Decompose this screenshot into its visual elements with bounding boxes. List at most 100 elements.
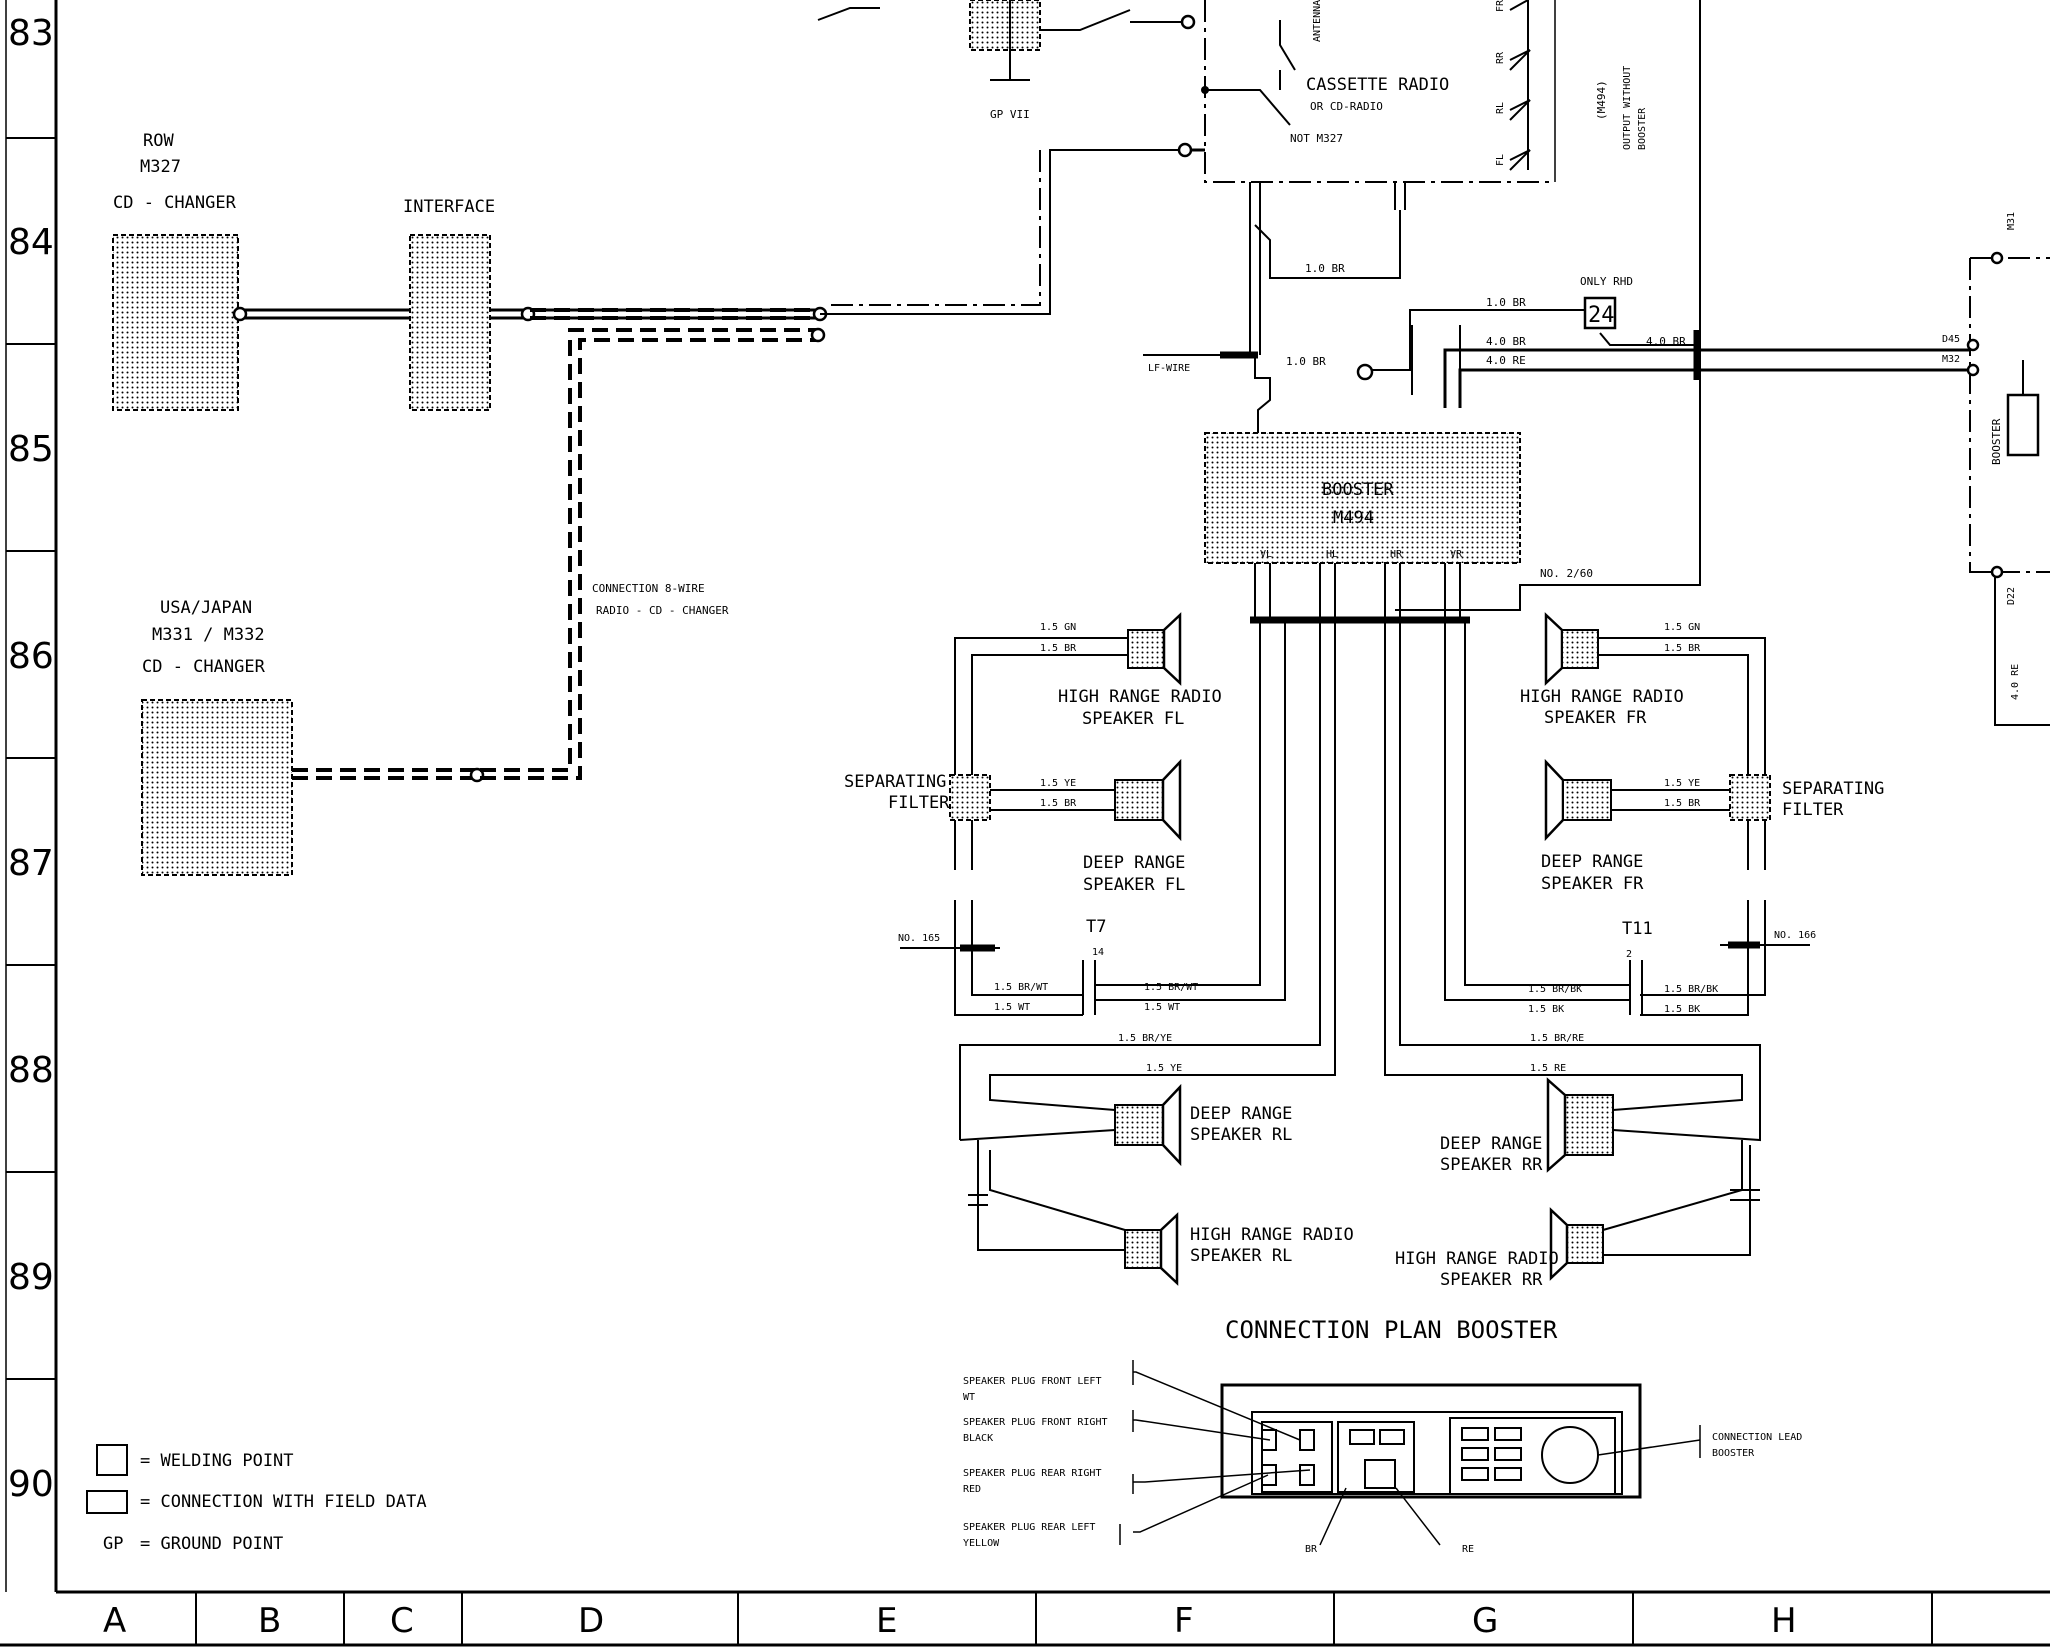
column-letter-e: E: [876, 1601, 897, 1641]
output-rl-label: RL: [1495, 102, 1506, 114]
radio-label: CASSETTE RADIO: [1306, 75, 1449, 95]
booster-pin-vl: VL: [1260, 549, 1272, 560]
plug-rear-right-2: RED: [963, 1484, 981, 1495]
column-letter-d: D: [578, 1601, 604, 1641]
plug-rear-right-1: SPEAKER PLUG REAR RIGHT: [963, 1468, 1101, 1479]
dr-fl-label-2: SPEAKER FL: [1083, 875, 1185, 895]
wire-wt-l: 1.5 WT: [994, 1002, 1030, 1013]
interface-label: INTERFACE: [403, 197, 495, 217]
t11-pin-label: 2: [1626, 949, 1632, 960]
hr-rl-label-1: HIGH RANGE RADIO: [1190, 1225, 1354, 1245]
d22-label: D22: [2006, 587, 2017, 605]
radio-booster-wires: [1143, 0, 1970, 611]
m327-label: M327: [140, 157, 181, 177]
row-number-89: 89: [8, 1257, 54, 1298]
m331-m332-label: M331 / M332: [152, 625, 265, 645]
legend-field: = CONNECTION WITH FIELD DATA: [140, 1492, 427, 1512]
wire-4-0-re-side: 4.0 RE: [2010, 664, 2021, 700]
connection-lead-1: CONNECTION LEAD: [1712, 1432, 1802, 1443]
wire-brbk-r: 1.5 BR/BK: [1528, 984, 1582, 995]
t7-pin-label: 14: [1092, 947, 1104, 958]
hr-fr-label-2: SPEAKER FR: [1544, 708, 1647, 728]
plug-front-right-1: SPEAKER PLUG FRONT RIGHT: [963, 1417, 1108, 1428]
connection-plan: [1119, 1360, 1701, 1546]
output-fr-label: FR: [1495, 0, 1506, 12]
sep-filter-l-1: SEPARATING: [844, 772, 946, 792]
hr-rr-label-2: SPEAKER RR: [1440, 1270, 1543, 1290]
m32-label: M32: [1942, 354, 1960, 365]
m494-note: (M494): [1595, 80, 1608, 120]
plug-front-left-2: WT: [963, 1392, 975, 1403]
connection-8wire-2: RADIO - CD - CHANGER: [596, 604, 729, 617]
cd-changer-us: [141, 327, 826, 876]
plug-front-right-2: BLACK: [963, 1433, 993, 1444]
ground-point-vii: [817, 0, 1196, 81]
gp7-label: GP VII: [990, 108, 1030, 121]
wire-1-0-br-c: 1.0 BR: [1286, 355, 1326, 368]
wire-br-r: 1.5 BR: [1664, 643, 1701, 654]
hr-rr-label-1: HIGH RANGE RADIO: [1395, 1249, 1559, 1269]
cd-changer-us-label: CD - CHANGER: [142, 657, 266, 677]
row-number-88: 88: [8, 1050, 54, 1091]
legend-gp-text: = GROUND POINT: [140, 1534, 283, 1554]
wire-br-l2: 1.5 BR: [1040, 798, 1077, 809]
t7-label: T7: [1086, 917, 1106, 937]
wire-wt-l2: 1.5 WT: [1144, 1002, 1180, 1013]
plug-rear-left-1: SPEAKER PLUG REAR LEFT: [963, 1522, 1095, 1533]
wire-brre: 1.5 BR/RE: [1530, 1033, 1584, 1044]
dr-rl-label-2: SPEAKER RL: [1190, 1125, 1292, 1145]
connection-lead-2: BOOSTER: [1712, 1448, 1755, 1459]
legend: [86, 1444, 128, 1514]
sep-filter-r-2: FILTER: [1782, 800, 1844, 820]
usa-japan-label: USA/JAPAN: [160, 598, 252, 618]
wire-bk-r: 1.5 BK: [1528, 1004, 1564, 1015]
column-letter-a: A: [103, 1601, 126, 1641]
output-rr-label: RR: [1495, 51, 1506, 64]
lf-wire-label: LF-WIRE: [1148, 363, 1190, 374]
row-number-87: 87: [8, 843, 54, 884]
row-number-84: 84: [8, 222, 54, 263]
plan-re-label: RE: [1462, 1544, 1474, 1555]
column-letter-c: C: [390, 1601, 414, 1641]
column-letter-b: B: [258, 1601, 281, 1641]
booster-pin-vr: VR: [1450, 549, 1463, 560]
front-left-speakers: [900, 612, 1286, 1016]
wire-gn-l: 1.5 GN: [1040, 622, 1076, 633]
no-260-label: NO. 2/60: [1540, 567, 1593, 580]
column-letter-g: G: [1472, 1601, 1498, 1641]
plug-front-left-1: SPEAKER PLUG FRONT LEFT: [963, 1376, 1101, 1387]
antenna-label: ANTENNA: [1312, 0, 1323, 42]
column-letter-f: F: [1174, 1601, 1194, 1641]
row-number-85: 85: [8, 429, 54, 470]
output-fl-label: FL: [1495, 154, 1506, 166]
wire-gn-r: 1.5 GN: [1664, 622, 1700, 633]
radio-sublabel: OR CD-RADIO: [1310, 100, 1383, 113]
plan-br-label: BR: [1305, 1544, 1318, 1555]
wire-1-0-br-a: 1.0 BR: [1305, 262, 1345, 275]
m31-label: M31: [2006, 212, 2017, 230]
wire-ye-r: 1.5 YE: [1664, 778, 1700, 789]
booster-side-label: BOOSTER: [1990, 418, 2003, 465]
wire-brwt-l: 1.5 BR/WT: [994, 982, 1048, 993]
dr-fl-label-1: DEEP RANGE: [1083, 853, 1185, 873]
dr-rr-label-1: DEEP RANGE: [1440, 1134, 1542, 1154]
hr-fl-label-2: SPEAKER FL: [1082, 709, 1184, 729]
wire-re-rear: 1.5 RE: [1530, 1063, 1566, 1074]
cassette-radio: [1185, 0, 1556, 210]
rear-speakers: [959, 620, 1761, 1286]
booster-pin-hr: HR: [1390, 549, 1403, 560]
output-note-2: BOOSTER: [1637, 107, 1648, 150]
wire-bk-r2: 1.5 BK: [1664, 1004, 1700, 1015]
hr-fl-label-1: HIGH RANGE RADIO: [1058, 687, 1222, 707]
not-m327-label: NOT M327: [1290, 132, 1343, 145]
t11-label: T11: [1622, 919, 1653, 939]
booster-label: BOOSTER: [1322, 480, 1394, 500]
wire-br-l: 1.5 BR: [1040, 643, 1077, 654]
hr-rl-label-2: SPEAKER RL: [1190, 1246, 1292, 1266]
wire-ye-rear: 1.5 YE: [1146, 1063, 1182, 1074]
wire-brye: 1.5 BR/YE: [1118, 1033, 1172, 1044]
connection-plan-title: CONNECTION PLAN BOOSTER: [1225, 1316, 1558, 1344]
wire-br-r2: 1.5 BR: [1664, 798, 1701, 809]
fuse-24-label: 24: [1588, 303, 1615, 328]
